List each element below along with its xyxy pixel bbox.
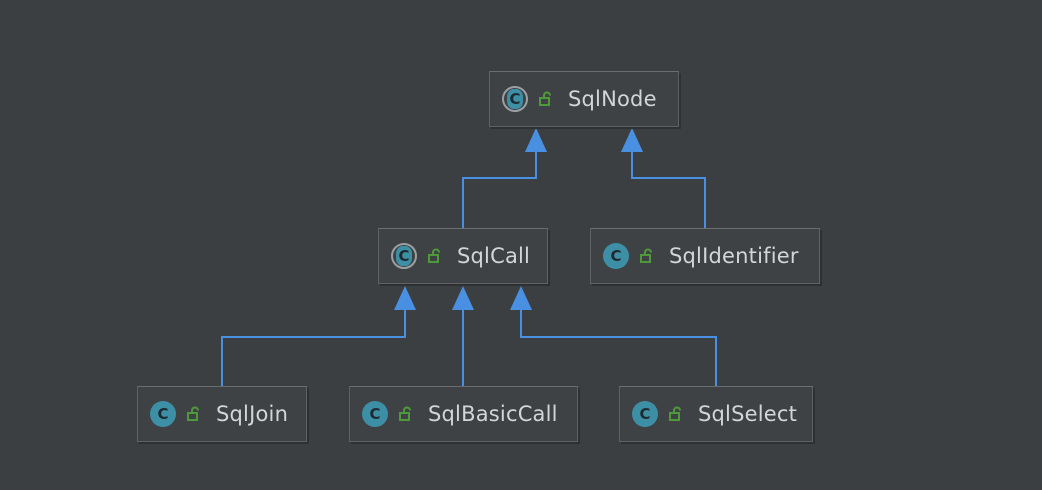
unlocked-padlock-icon <box>539 91 551 106</box>
node-label: SqlJoin <box>216 402 289 426</box>
unlocked-padlock-icon <box>187 406 199 421</box>
arrowhead-sqlcall-middle <box>452 286 474 310</box>
node-sqlbasiccall[interactable]: C SqlBasicCall <box>349 386 578 442</box>
class-icon: C <box>150 401 176 427</box>
edge-sqlselect-to-sqlcall <box>520 308 717 386</box>
node-label: SqlCall <box>457 244 531 268</box>
arrowhead-sqlnode-left <box>525 128 547 152</box>
node-label: SqlNode <box>568 87 657 111</box>
class-icon: C <box>632 401 658 427</box>
class-icon: C <box>362 401 388 427</box>
abstract-class-icon: C <box>502 86 528 112</box>
unlocked-padlock-icon <box>669 406 681 421</box>
arrowhead-sqlnode-right <box>621 128 643 152</box>
node-sqlcall[interactable]: C SqlCall <box>378 228 548 284</box>
unlocked-padlock-icon <box>399 406 411 421</box>
node-sqlidentifier[interactable]: C SqlIdentifier <box>590 228 820 284</box>
node-label: SqlIdentifier <box>669 244 799 268</box>
edge-sqlcall-to-sqlnode <box>462 150 537 228</box>
edge-sqlidentifier-to-sqlnode <box>631 150 706 228</box>
unlocked-padlock-icon <box>640 248 652 263</box>
node-sqlselect[interactable]: C SqlSelect <box>619 386 813 442</box>
node-sqlnode[interactable]: C SqlNode <box>489 71 679 127</box>
class-icon: C <box>603 243 629 269</box>
abstract-class-icon: C <box>391 243 417 269</box>
arrowhead-sqlcall-right <box>510 286 532 310</box>
edge-sqljoin-to-sqlcall <box>221 308 406 386</box>
node-sqljoin[interactable]: C SqlJoin <box>137 386 307 442</box>
node-label: SqlBasicCall <box>428 402 558 426</box>
arrowhead-sqlcall-left <box>394 286 416 310</box>
node-label: SqlSelect <box>698 402 798 426</box>
unlocked-padlock-icon <box>428 248 440 263</box>
